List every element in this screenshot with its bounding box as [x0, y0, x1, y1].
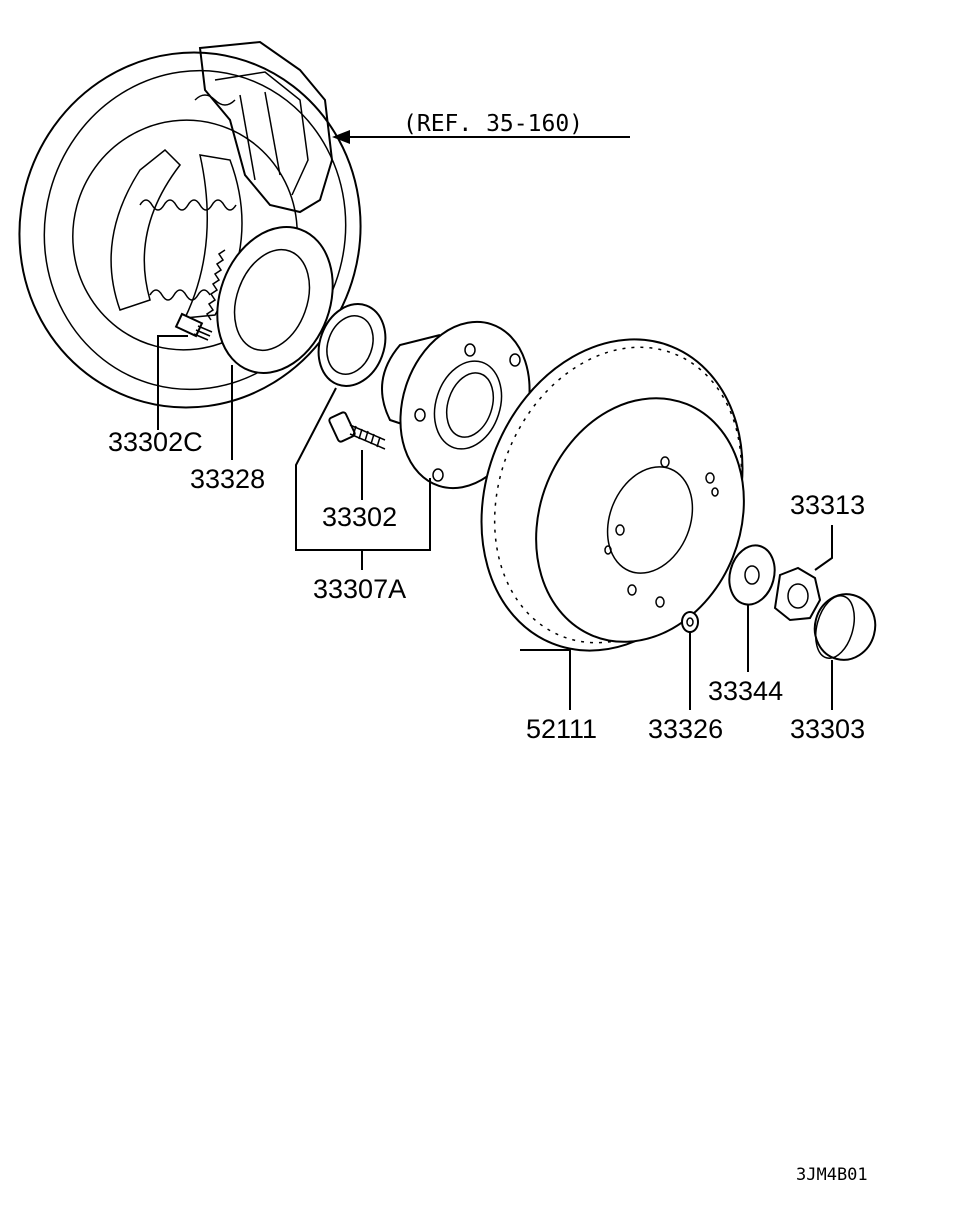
- label-33307A: 33307A: [313, 574, 406, 604]
- part-33328-shape: [205, 226, 334, 374]
- part-52111-shape: [480, 338, 745, 652]
- ref-note: (REF. 35-160): [403, 111, 583, 137]
- label-33313: 33313: [790, 490, 865, 520]
- label-33302C: 33302C: [108, 427, 203, 457]
- part-33313-shape: [773, 566, 822, 622]
- drawing-code: 3JM4B01: [796, 1165, 868, 1185]
- part-33303-shape: [813, 593, 877, 661]
- label-33344: 33344: [708, 676, 783, 706]
- label-52111: 52111: [526, 714, 597, 744]
- leader-lines: [157, 130, 833, 710]
- part-33326-shape: [681, 611, 699, 633]
- label-33303: 33303: [790, 714, 865, 744]
- label-33328: 33328: [190, 464, 265, 494]
- backing-plate-assembly: [18, 40, 362, 409]
- label-33326: 33326: [648, 714, 723, 744]
- label-33302: 33302: [322, 502, 397, 532]
- oil-seal-shape: [317, 303, 387, 387]
- part-33302-shape: [328, 411, 386, 450]
- part-33344-shape: [728, 544, 776, 606]
- part-33302C-shape: [174, 312, 213, 341]
